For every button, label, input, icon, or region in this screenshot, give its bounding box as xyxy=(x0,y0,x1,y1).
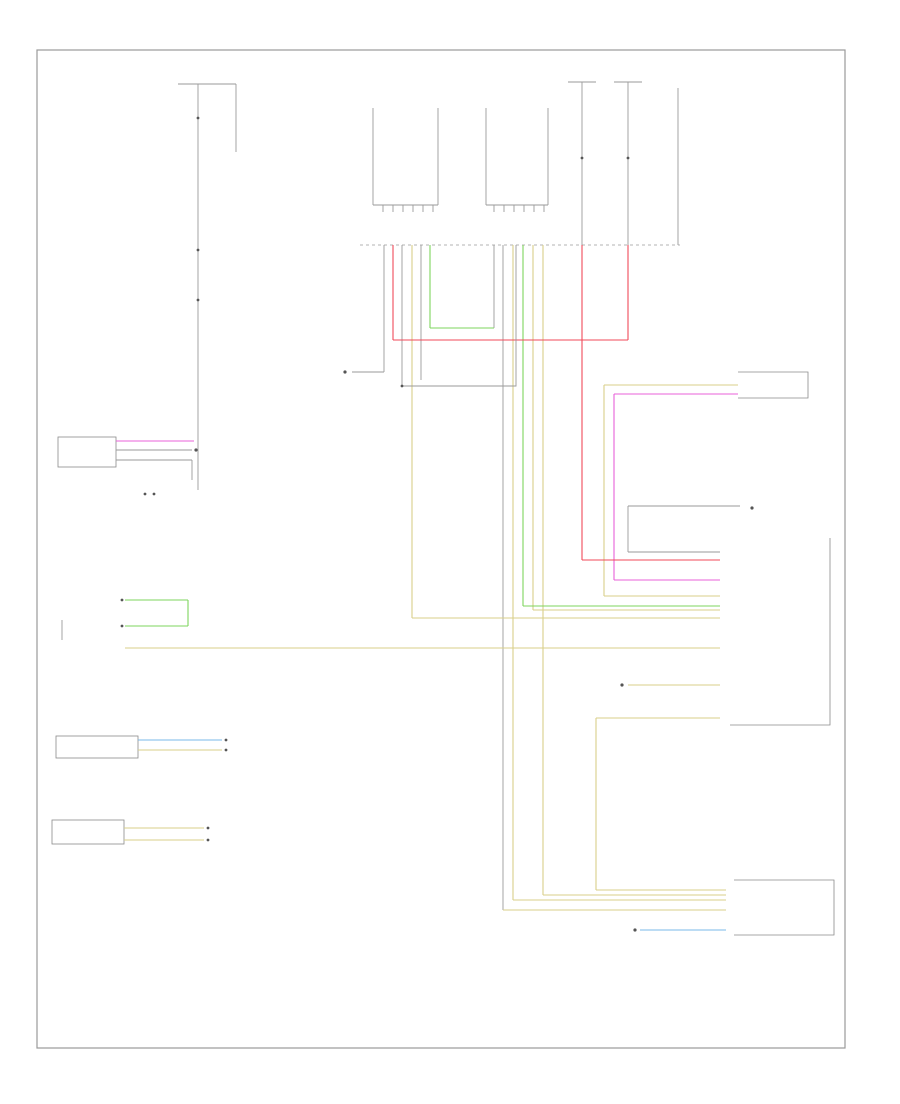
right-upper-module xyxy=(603,371,809,596)
connector-group-a xyxy=(372,108,439,212)
bus-drops xyxy=(383,245,629,910)
diagram-frame xyxy=(36,49,846,1049)
right-main-module xyxy=(125,538,831,890)
left-lower-module-1 xyxy=(55,735,228,759)
fuse-feeds-right xyxy=(568,81,679,245)
left-feed-circuit xyxy=(178,83,237,490)
right-bottom-module xyxy=(503,879,835,936)
ground-right xyxy=(627,505,754,552)
connector-group-b xyxy=(485,108,549,212)
left-sensor xyxy=(61,598,189,640)
cross-links xyxy=(343,245,628,388)
left-lower-module-2 xyxy=(51,819,210,845)
left-module xyxy=(57,436,198,496)
